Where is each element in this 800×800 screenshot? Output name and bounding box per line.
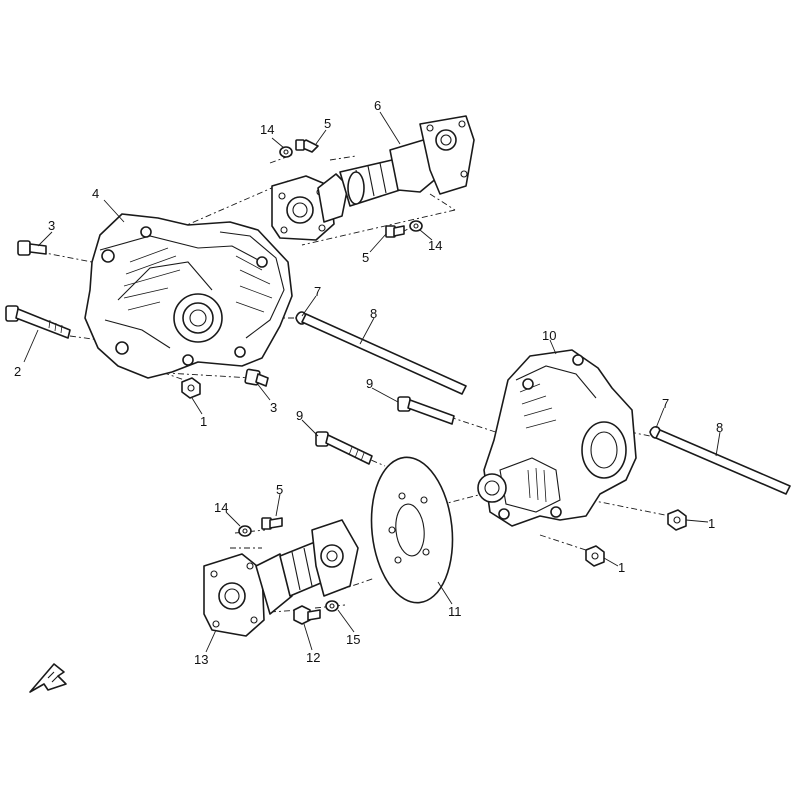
callout-3-upper: 3 bbox=[48, 218, 55, 233]
callout-5-mid: 5 bbox=[362, 250, 369, 265]
callout-8-rear: 8 bbox=[716, 420, 723, 435]
axle-rod-part-8-rear bbox=[655, 429, 791, 495]
callout-1-lower: 1 bbox=[618, 560, 625, 575]
bolt-part-3-lower bbox=[244, 368, 269, 387]
washer-part-14-lower bbox=[238, 525, 252, 537]
leader-lines bbox=[23, 111, 721, 653]
stud-part-9-upper bbox=[397, 396, 455, 425]
callout-14-top: 14 bbox=[260, 122, 274, 137]
stud-part-9-lower bbox=[315, 431, 373, 465]
washer-part-15 bbox=[325, 600, 339, 612]
flange-nut-part-1-lower bbox=[585, 545, 605, 567]
callout-5-top: 5 bbox=[324, 116, 331, 131]
screw-part-5-mid bbox=[385, 225, 405, 238]
bolt-part-3-upper bbox=[17, 240, 47, 256]
callout-labels: 3 4 2 3 1 14 5 6 5 14 7 8 9 9 10 7 8 1 1… bbox=[14, 98, 723, 667]
front-direction-arrow-icon bbox=[29, 663, 67, 693]
callout-9-lower: 9 bbox=[296, 408, 303, 423]
callout-6: 6 bbox=[374, 98, 381, 113]
callout-7-rear: 7 bbox=[662, 396, 669, 411]
screw-part-5-lower bbox=[261, 517, 283, 530]
washer-part-14-mid bbox=[409, 220, 423, 232]
callout-1-front: 1 bbox=[200, 414, 207, 429]
bolt-part-12 bbox=[293, 605, 321, 625]
callout-2: 2 bbox=[14, 364, 21, 379]
long-bolt-part-2 bbox=[5, 305, 71, 339]
callout-14-mid: 14 bbox=[428, 238, 442, 253]
rear-final-drive-housing bbox=[477, 349, 637, 527]
axle-rod-part-8-front bbox=[301, 313, 467, 395]
callout-1-right: 1 bbox=[708, 516, 715, 531]
front-gearcase bbox=[84, 213, 293, 379]
lower-propshaft bbox=[203, 519, 359, 637]
callout-5-lower: 5 bbox=[276, 482, 283, 497]
callout-3-lower: 3 bbox=[270, 400, 277, 415]
callout-11: 11 bbox=[448, 604, 462, 619]
brake-disc bbox=[370, 456, 454, 604]
callout-4: 4 bbox=[92, 186, 99, 201]
screw-part-5-top bbox=[295, 139, 319, 153]
callout-10: 10 bbox=[542, 328, 556, 343]
callout-12: 12 bbox=[306, 650, 320, 665]
callout-13: 13 bbox=[194, 652, 208, 667]
callout-9-upper: 9 bbox=[366, 376, 373, 391]
flange-nut-part-1-front bbox=[181, 377, 201, 399]
callout-7-front: 7 bbox=[314, 284, 321, 299]
flange-nut-part-1-right bbox=[667, 509, 687, 531]
callout-14-lower: 14 bbox=[214, 500, 228, 515]
callout-15: 15 bbox=[346, 632, 360, 647]
washer-part-14-top bbox=[279, 146, 293, 158]
callout-8-front: 8 bbox=[370, 306, 377, 321]
upper-propshaft bbox=[271, 115, 475, 241]
